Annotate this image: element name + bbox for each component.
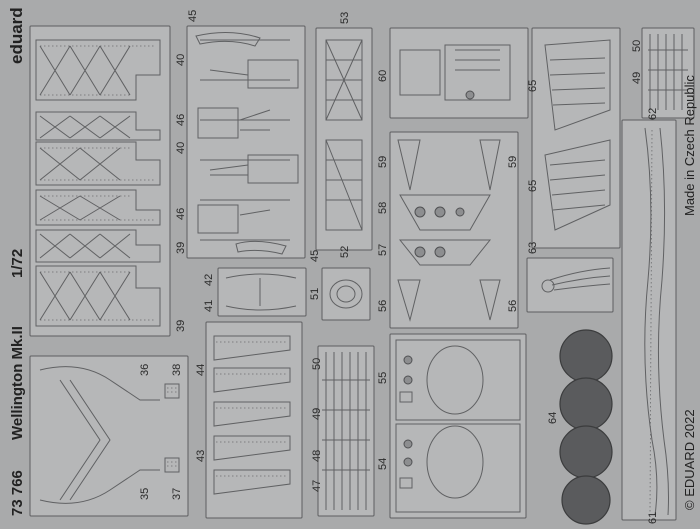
part-40-46-frame: [186, 25, 306, 259]
part-49-50-frame: [641, 27, 695, 119]
part-number: 56: [377, 300, 389, 312]
part-number: 37: [171, 488, 183, 500]
part-35-38-frame: [29, 355, 189, 517]
copyright-text: © EDUARD 2022: [682, 409, 697, 510]
part-number: 47: [311, 480, 323, 492]
part-number: 55: [377, 372, 389, 384]
part-number: 38: [171, 364, 183, 376]
part-number: 62: [647, 108, 659, 120]
panel-4: [35, 189, 161, 226]
panel-frame: [29, 25, 171, 337]
origin-text: Made in Czech Republic: [682, 75, 697, 216]
part-number: 40: [175, 54, 187, 66]
part-number: 49: [311, 408, 323, 420]
panel-6: [35, 265, 161, 327]
part-number: 50: [631, 40, 643, 52]
part-number: 54: [377, 458, 389, 470]
part-number: 52: [339, 246, 351, 258]
part-number: 41: [203, 300, 215, 312]
part-number: 46: [175, 114, 187, 126]
part-number: 65: [527, 80, 539, 92]
part-number: 46: [175, 208, 187, 220]
part-61-62-frame: [621, 119, 677, 521]
part-63-frame: [526, 257, 614, 313]
part-number: 43: [195, 450, 207, 462]
part-number: 45: [187, 10, 199, 22]
part-52-53-frame: [315, 27, 373, 251]
part-number: 57: [377, 244, 389, 256]
part-number: 51: [309, 288, 321, 300]
panel-3: [35, 141, 161, 186]
part-number: 58: [377, 202, 389, 214]
part-number: 65: [527, 180, 539, 192]
scale-label: 1/72: [9, 249, 26, 278]
panel-frame-group: [29, 25, 171, 337]
part-number: 61: [647, 512, 659, 524]
panel-5: [35, 229, 161, 263]
part-number-labels: 45 40 46 40 46 39 39 45 53 52 42 41 51 4…: [139, 10, 659, 524]
part-45-strip-bottom: [235, 240, 287, 255]
part-56-59-frame: [389, 131, 519, 329]
part-number: 59: [507, 156, 519, 168]
part-number: 50: [311, 358, 323, 370]
part-51-frame: [321, 267, 371, 321]
part-60-frame: [389, 27, 529, 119]
part-number: 53: [339, 12, 351, 24]
brand-group: eduard: [7, 7, 26, 64]
part-number: 39: [175, 242, 187, 254]
part-number: 49: [631, 72, 643, 84]
part-number: 42: [203, 274, 215, 286]
kit-title: Wellington Mk.II: [9, 326, 26, 440]
part-number: 45: [309, 250, 321, 262]
part-number: 63: [527, 242, 539, 254]
part-43-44-frame: [205, 321, 303, 519]
part-number: 44: [195, 364, 207, 376]
part-number: 64: [547, 412, 559, 424]
panel-2: [35, 111, 161, 141]
brand-logo: eduard: [7, 7, 26, 64]
part-number: 40: [175, 142, 187, 154]
part-number: 59: [377, 156, 389, 168]
part-45-strip-top: [195, 31, 261, 47]
part-65-frame: [531, 27, 621, 249]
part-number: 35: [139, 488, 151, 500]
part-64-meshes: [559, 329, 613, 525]
panel-1: [35, 39, 161, 101]
part-number: 48: [311, 450, 323, 462]
part-41-42-frame: [217, 267, 307, 317]
part-number: 36: [139, 364, 151, 376]
part-47-50-strips: [317, 345, 375, 517]
part-54-55-frame: [389, 333, 527, 519]
part-number: 39: [175, 320, 187, 332]
product-number: 73 766: [9, 470, 26, 516]
part-number: 56: [507, 300, 519, 312]
part-number: 60: [377, 70, 389, 82]
